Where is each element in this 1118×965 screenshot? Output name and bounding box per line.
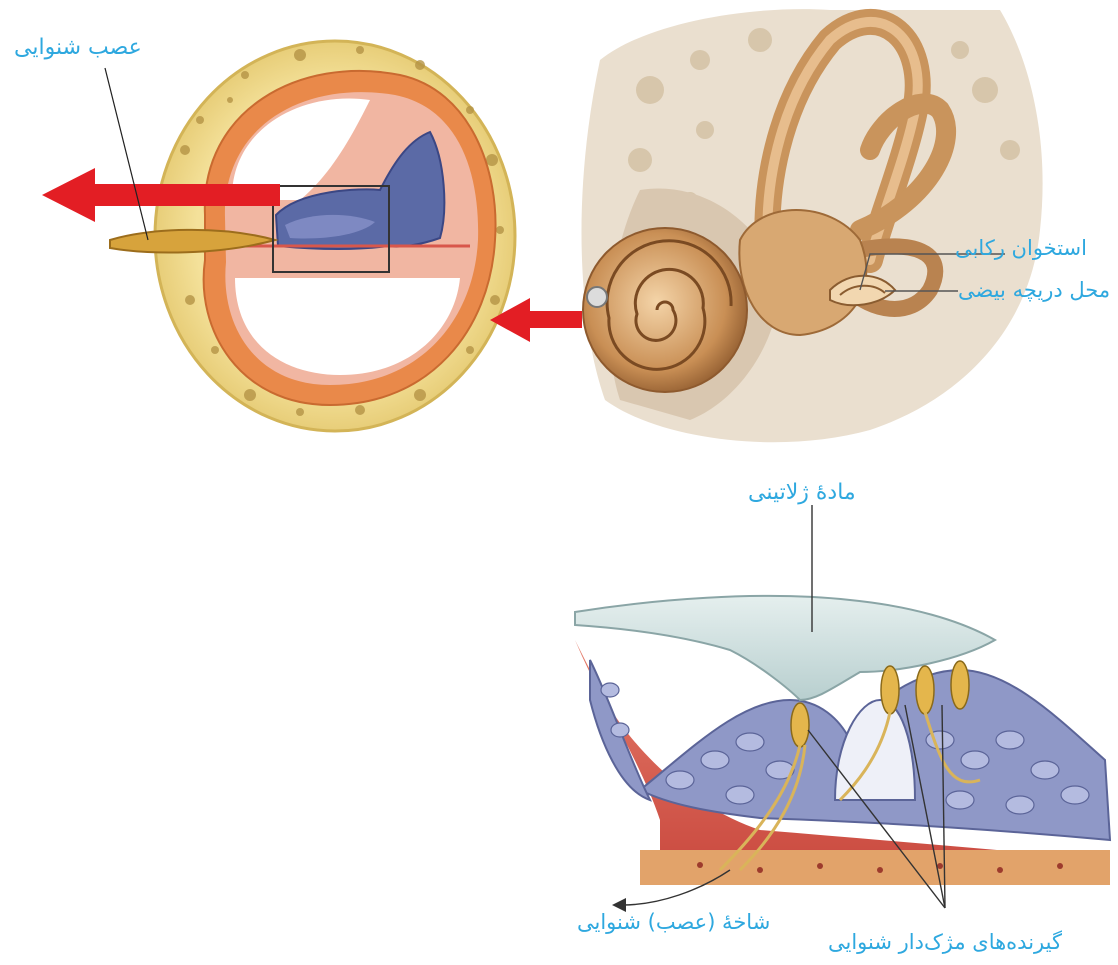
label-auditory-nerve: عصب شنوایی [14, 37, 142, 59]
label-hair-cells: گیرنده‌های مژک‌دار شنوایی [828, 932, 1062, 953]
cochlea-cross-section [110, 41, 515, 431]
label-gelatinous: مادهٔ ژلاتینی [748, 482, 856, 504]
label-stapes: استخوان رکابی [955, 238, 1087, 259]
inner-ear-illustration [581, 9, 1042, 442]
label-nerve-branch: شاخهٔ (عصب) شنوایی [577, 912, 770, 933]
label-oval-window: محل دریچه بیضی [958, 280, 1110, 301]
organ-of-corti [575, 596, 1110, 885]
